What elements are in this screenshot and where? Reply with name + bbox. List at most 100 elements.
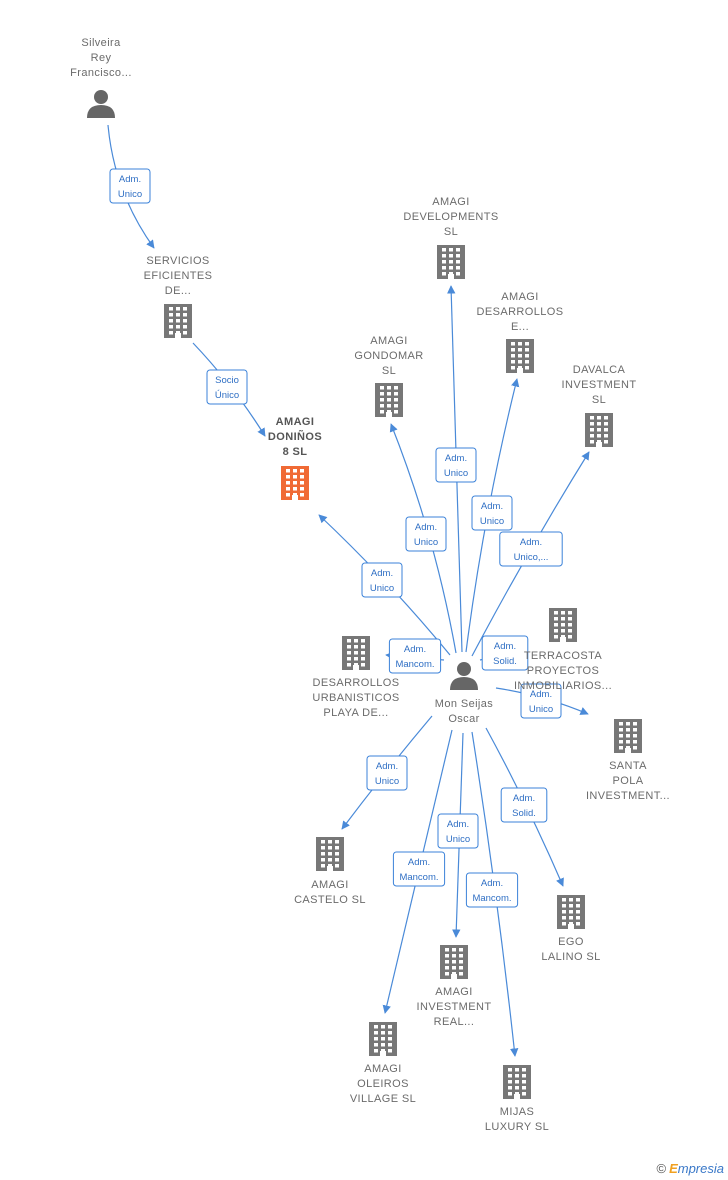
building-window bbox=[604, 434, 608, 438]
node-investment_real[interactable]: AMAGIINVESTMENTREAL... bbox=[417, 945, 492, 1028]
building-window bbox=[518, 366, 522, 370]
node-label-line: Francisco... bbox=[70, 67, 132, 79]
edge-label-mon-to-developments[interactable]: Adm.Unico bbox=[435, 447, 477, 483]
edge-label-mon-to-davalca[interactable]: Adm.Unico,... bbox=[499, 531, 563, 567]
node-label-line: Mon Seijas bbox=[435, 698, 494, 710]
node-label-line: INVESTMENT... bbox=[586, 790, 670, 802]
edge-label-mon-to-castelo[interactable]: Adm.Unico bbox=[366, 755, 408, 791]
node-label-line: Rey bbox=[91, 52, 112, 64]
edge-label-text: Mancom. bbox=[472, 893, 511, 904]
building-window bbox=[388, 1025, 392, 1029]
building-window bbox=[321, 852, 325, 856]
building-icon bbox=[549, 608, 577, 642]
edge-label-text: Socio bbox=[215, 375, 239, 386]
building-window bbox=[445, 948, 449, 952]
node-label-line: TERRACOSTA bbox=[524, 650, 603, 662]
building-window bbox=[619, 722, 623, 726]
person-body bbox=[87, 105, 115, 118]
building-window bbox=[442, 248, 446, 252]
building-window bbox=[300, 475, 304, 479]
building-window bbox=[354, 657, 358, 661]
node-desarrollos_e[interactable]: AMAGIDESARROLLOSE... bbox=[477, 291, 564, 373]
building-window bbox=[394, 404, 398, 408]
building-window bbox=[445, 954, 449, 958]
node-terracosta[interactable]: TERRACOSTAPROYECTOSINMOBILIARIOS... bbox=[514, 608, 612, 692]
building-window bbox=[449, 260, 453, 264]
edge-label-mon-to-playa[interactable]: Adm.Mancom. bbox=[388, 638, 442, 674]
building-window bbox=[286, 481, 290, 485]
node-silveira[interactable]: SilveiraReyFrancisco... bbox=[70, 37, 132, 118]
building-window bbox=[515, 1092, 519, 1096]
building-window bbox=[328, 846, 332, 850]
building-window bbox=[561, 623, 565, 627]
node-servicios[interactable]: SERVICIOSEFICIENTESDE... bbox=[144, 255, 213, 338]
edge-label-mon-to-santa_pola[interactable]: Adm.Unico bbox=[520, 683, 562, 719]
building-window bbox=[568, 629, 572, 633]
building-window bbox=[183, 331, 187, 335]
building-window bbox=[169, 307, 173, 311]
building-icon bbox=[164, 304, 192, 338]
edge-label-box bbox=[206, 369, 248, 405]
edge-label-text: Unico bbox=[446, 834, 470, 845]
edge-label-mon-to-terracosta[interactable]: Adm.Solid. bbox=[481, 635, 529, 671]
building-window bbox=[568, 617, 572, 621]
building-window bbox=[300, 487, 304, 491]
building-window bbox=[293, 475, 297, 479]
node-label-line: AMAGI bbox=[501, 291, 538, 303]
building-window bbox=[562, 910, 566, 914]
building-window bbox=[176, 319, 180, 323]
building-window bbox=[380, 398, 384, 402]
building-door bbox=[514, 1094, 520, 1099]
edge-label-mon-to-investment_real[interactable]: Adm. Unico bbox=[437, 813, 479, 849]
node-label-line: 8 SL bbox=[283, 446, 308, 458]
building-window bbox=[183, 307, 187, 311]
building-window bbox=[633, 728, 637, 732]
building-window bbox=[561, 611, 565, 615]
node-santa_pola[interactable]: SANTAPOLAINVESTMENT... bbox=[586, 719, 670, 802]
copyright-symbol: © bbox=[656, 1161, 667, 1176]
building-window bbox=[562, 898, 566, 902]
building-window bbox=[626, 728, 630, 732]
edge-label-mon-to-oleiros[interactable]: Adm.Mancom. bbox=[392, 851, 446, 887]
edge-label-mon-to-mijas[interactable]: Adm.Mancom. bbox=[465, 872, 519, 908]
building-window bbox=[619, 740, 623, 744]
building-window bbox=[522, 1086, 526, 1090]
building-window bbox=[597, 416, 601, 420]
edge-labels-layer: Adm.UnicoSocioÚnicoAdm.UnicoAdm.UnicoAdm… bbox=[109, 168, 563, 908]
node-label-line: DESARROLLOS bbox=[313, 677, 400, 689]
building-window bbox=[300, 493, 304, 497]
building-window bbox=[380, 404, 384, 408]
node-label-line: VILLAGE SL bbox=[350, 1093, 416, 1105]
edge-label-text: Adm. bbox=[447, 819, 469, 830]
building-window bbox=[459, 960, 463, 964]
edge-label-silveira-to-servicios[interactable]: Adm.Unico bbox=[109, 168, 151, 204]
edge-label-mon-to-gondomar[interactable]: Adm.Unico bbox=[405, 516, 447, 552]
building-window bbox=[354, 663, 358, 667]
edge-label-mon-to-desarrollos_e[interactable]: Adm.Unico bbox=[471, 495, 513, 531]
building-window bbox=[561, 617, 565, 621]
building-window bbox=[619, 734, 623, 738]
edge-label-mon-to-donino[interactable]: Adm.Unico bbox=[361, 562, 403, 598]
building-icon bbox=[369, 1022, 397, 1056]
building-window bbox=[169, 325, 173, 329]
edge-label-box bbox=[366, 755, 408, 791]
building-window bbox=[445, 972, 449, 976]
building-window bbox=[452, 960, 456, 964]
building-window bbox=[590, 434, 594, 438]
building-window bbox=[442, 266, 446, 270]
building-window bbox=[286, 487, 290, 491]
edge-label-mon-to-ego[interactable]: Adm.Solid. bbox=[500, 787, 548, 823]
building-window bbox=[525, 360, 529, 364]
